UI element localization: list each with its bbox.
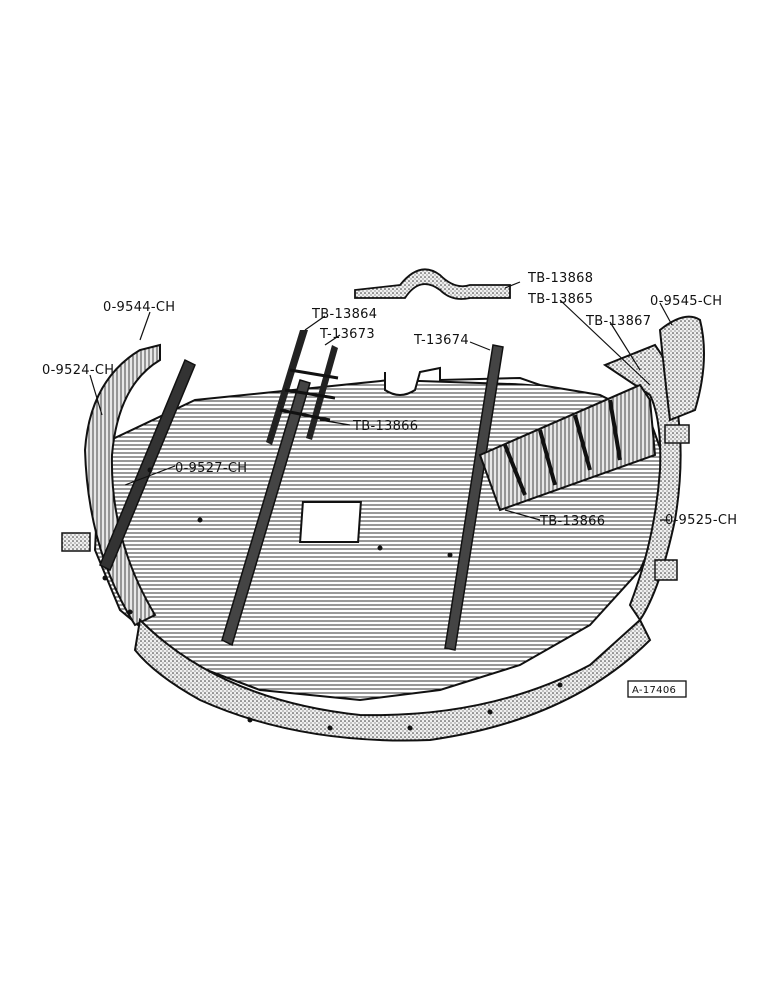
cross-bar-center-left (221, 379, 311, 647)
part-label-tb-13866-upper: TB-13866 (352, 419, 418, 434)
part-label-tb-13865: TB-13865 (527, 292, 593, 307)
part-label-0-9527-ch: 0-9527-CH (175, 461, 247, 476)
part-label-0-9524-ch: 0-9524-CH (42, 363, 114, 378)
top-tab (384, 366, 541, 396)
square-opening (299, 501, 362, 543)
right-mount-tab-lower (654, 559, 678, 581)
cross-bar-left (99, 358, 196, 572)
right-mount-tab-upper (664, 424, 690, 444)
upright-post-left (266, 330, 308, 445)
part-label-0-9525-ch: 0-9525-CH (665, 513, 737, 528)
part-label-t-13673: T-13673 (319, 327, 375, 342)
part-label-0-9545-ch: 0-9545-CH (650, 294, 722, 309)
part-label-tb-13867: TB-13867 (585, 314, 651, 329)
post-brace (279, 368, 339, 422)
part-label-0-9544-ch: 0-9544-CH (103, 300, 175, 315)
figure-ref-label: A-17406 (632, 685, 676, 696)
front-curved-wall (133, 617, 652, 742)
bolt-holes (102, 467, 563, 731)
part-label-tb-13864: TB-13864 (311, 307, 377, 322)
part-label-tb-13868: TB-13868 (527, 271, 593, 286)
top-bracket (354, 268, 511, 300)
left-mount-tab (61, 532, 91, 552)
ladder-rungs (503, 399, 622, 496)
part-label-tb-13866-lower: TB-13866 (539, 514, 605, 529)
figure-ref-box (627, 680, 687, 698)
cross-bar-center-right (444, 344, 504, 651)
leader-lines (89, 281, 673, 521)
part-label-t-13674: T-13674 (413, 333, 469, 348)
right-top-plate (658, 315, 705, 422)
